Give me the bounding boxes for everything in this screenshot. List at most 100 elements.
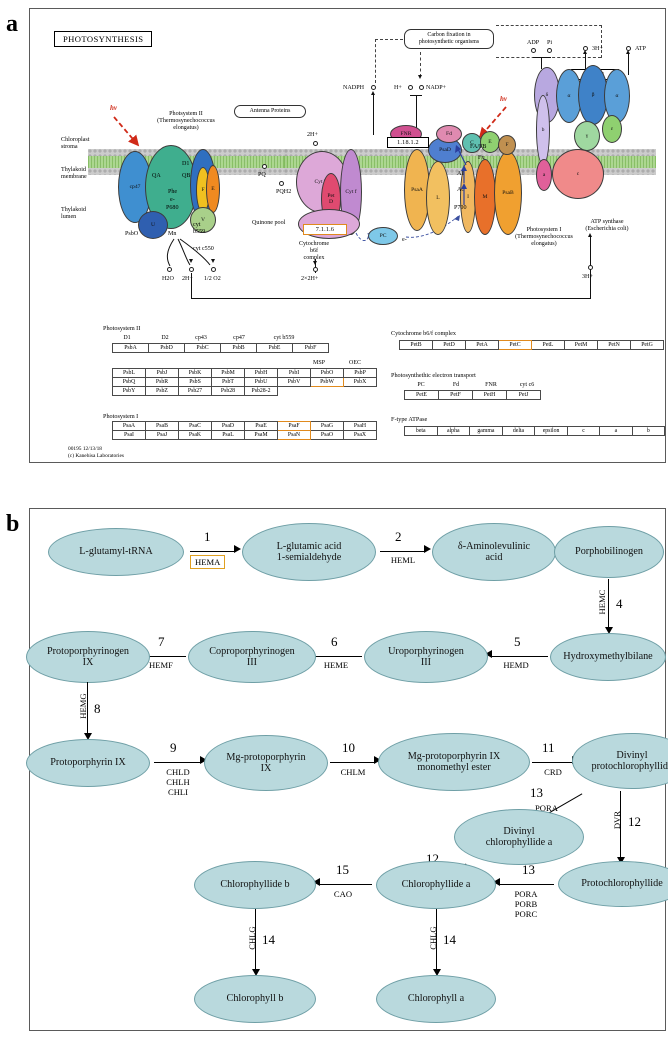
node-delta-aminolevulinic-acid[interactable]: δ-Aminolevulinic acid [432, 523, 556, 581]
cell-psb28: Psb28 [211, 386, 245, 396]
label-atp: ATP [635, 46, 646, 52]
table-row: PetE PetF PetH PetJ [404, 390, 541, 400]
cell-petf: PetF [438, 390, 473, 400]
line-3hplus [585, 53, 586, 75]
arrowhead-10 [374, 756, 381, 764]
cell-psbu: PsbU [244, 377, 278, 387]
cell-psb27: Psb27 [178, 386, 212, 396]
cell-petj: PetJ [506, 390, 541, 400]
node-chlorophyll-b[interactable]: Chlorophyll b [194, 975, 316, 1023]
line-2hplus-down [191, 273, 192, 299]
cell-psae: PsaE [244, 421, 278, 431]
cell-psac: PsaC [178, 421, 212, 431]
dash-cf-in-v [375, 39, 376, 83]
line-2x2h-down [315, 259, 316, 273]
blob-psab: PsaB [494, 151, 522, 235]
footer-id: 00195 12/13/18 [68, 446, 102, 452]
cell-psak: PsaK [178, 430, 212, 440]
node-porphobilinogen[interactable]: Porphobilinogen [554, 526, 664, 578]
label-psac: C [470, 140, 474, 146]
table-row: beta alpha gamma delta epsilon c a b [404, 426, 665, 436]
pet-hdr-fnr: FNR [485, 382, 497, 388]
label-nadp-plus: NADP+ [426, 85, 447, 91]
node-divinyl-protochlorophyllide[interactable]: Divinyl protochlorophyllide [572, 733, 668, 789]
enzyme-5: HEMD [503, 660, 529, 670]
label-gamma: γ [585, 133, 589, 139]
node-hydroxymethylbilane[interactable]: Hydroxymethylbilane [550, 633, 666, 681]
pet-hdr-fd: Fd [452, 382, 460, 388]
arrowhead-15 [313, 878, 320, 886]
label-cytochrome-b6f: Cytochrome b6f complex [298, 241, 330, 262]
arrowhead-3hplus-top [582, 50, 587, 54]
label-3hplus-bottom: 3H+ [582, 274, 593, 280]
blob-psbu: U [138, 211, 168, 239]
panel-b-chlorophyll-pathway: L-glutamyl-tRNA 1 HEMA L-glutamic acid 1… [26, 508, 668, 1031]
node-chlorophyll-a[interactable]: Chlorophyll a [376, 975, 496, 1023]
label-2hplus: 2H+ [182, 276, 193, 282]
cell-delta: delta [501, 426, 536, 436]
label-beta: β [591, 92, 595, 98]
cell-psbw: PsbW [310, 377, 344, 387]
enzyme-9: CHLD CHLH CHLI [166, 767, 190, 798]
cell-psam: PsaM [244, 430, 278, 440]
node-coproporphyrinogen-iii[interactable]: Coproporphyrinogen III [188, 631, 316, 683]
psii-hdr-cp47: cp47 [233, 335, 245, 341]
node-chlorophyllide-b[interactable]: Chlorophyllide b [194, 861, 316, 909]
arrowhead-o2 [210, 259, 215, 263]
blob-sub-b: b [536, 95, 550, 165]
arrowhead-4 [605, 627, 613, 634]
line-nadph-up [373, 95, 374, 135]
label-cp47: cp47 [129, 184, 141, 190]
cell-psbt: PsbT [211, 377, 245, 387]
label-fa-fb: FA/FB [470, 144, 487, 150]
edge-6 [312, 656, 362, 658]
label-qb: QB [182, 173, 191, 179]
step-num-10: 10 [342, 740, 355, 755]
blob-psal: L [426, 161, 450, 235]
edge-12-right [620, 791, 622, 861]
dot-h2o [167, 267, 172, 272]
step-num-5: 5 [514, 634, 521, 649]
node-l-glutamic-acid-1-semialdehyde[interactable]: L-glutamic acid 1-semialdehyde [242, 523, 376, 581]
node-uroporphyrinogen-iii[interactable]: Uroporphyrinogen III [364, 631, 488, 683]
node-protoporphyrin-ix[interactable]: Protoporphyrin IX [26, 739, 150, 787]
node-l-glutamyl-trna[interactable]: L-glutamyl-tRNA [48, 528, 184, 576]
label-hv-left: hv [110, 104, 117, 112]
label-pc: PC [379, 233, 387, 239]
footer-copyright: (c) Kanehisa Laboratories [68, 453, 124, 459]
cell-petd: PetD [432, 340, 466, 350]
cell-psbl: PsbL [112, 368, 146, 378]
panel-a-photosynthesis-map: PHOTOSYNTHESIS Chloroplast stroma Thylak… [29, 8, 666, 463]
cell-peta: PetA [465, 340, 499, 350]
pet-hdr-cytc6: cyt c6 [519, 382, 535, 388]
psii-hdr-d1: D1 [123, 335, 131, 341]
cell-psby: PsbY [112, 386, 146, 396]
node-mg-protoporphyrin-ix[interactable]: Mg-protoporphyrin IX [204, 735, 328, 791]
step-num-13-diagonal: 13 [530, 785, 543, 800]
label-e-minus: e- [402, 237, 407, 243]
label-alpha-1: α [567, 93, 571, 99]
line-nadp-down [416, 95, 417, 133]
node-mg-protoporphyrin-ix-monomethyl-ester[interactable]: Mg-protoporphyrin IX monomethyl ester [378, 733, 530, 791]
table-psii-extra: PsbL PsbJ PsbK PsbM PsbH PsbI PsbO PsbP … [112, 368, 377, 396]
label-p680: P680 [166, 205, 179, 211]
enzyme-box-1[interactable]: HEMA [190, 555, 226, 569]
node-protoporphyrinogen-ix[interactable]: Protoporphyrinogen IX [26, 631, 150, 683]
node-chlorophyllide-a[interactable]: Chlorophyllide a [376, 861, 496, 909]
node-protochlorophyllide[interactable]: Protochlorophyllide [558, 861, 668, 907]
cell-psao: PsaO [310, 430, 344, 440]
step-num-14-left: 14 [262, 932, 275, 947]
label-qa: QA [152, 173, 161, 179]
cell-peth: PetH [472, 390, 507, 400]
node-divinyl-chlorophyllide-a[interactable]: Divinyl chlorophyllide a [454, 809, 584, 865]
table-psi: PsaA PsaB PsaC PsaD PsaE PsaF PsaG PsaH … [112, 421, 377, 440]
cell-psaj: PsaJ [145, 430, 179, 440]
psi-electron-arrows [455, 145, 467, 205]
step-num-14-right: 14 [443, 932, 456, 947]
cell-psbe: PsbE [256, 343, 293, 353]
psii-hdr-oec: OEC [349, 360, 361, 366]
cell-psbb: PsbB [220, 343, 257, 353]
line-h-bottom [191, 298, 591, 299]
enzyme-11: CRD [544, 767, 562, 777]
cell-psag: PsaG [310, 421, 344, 431]
